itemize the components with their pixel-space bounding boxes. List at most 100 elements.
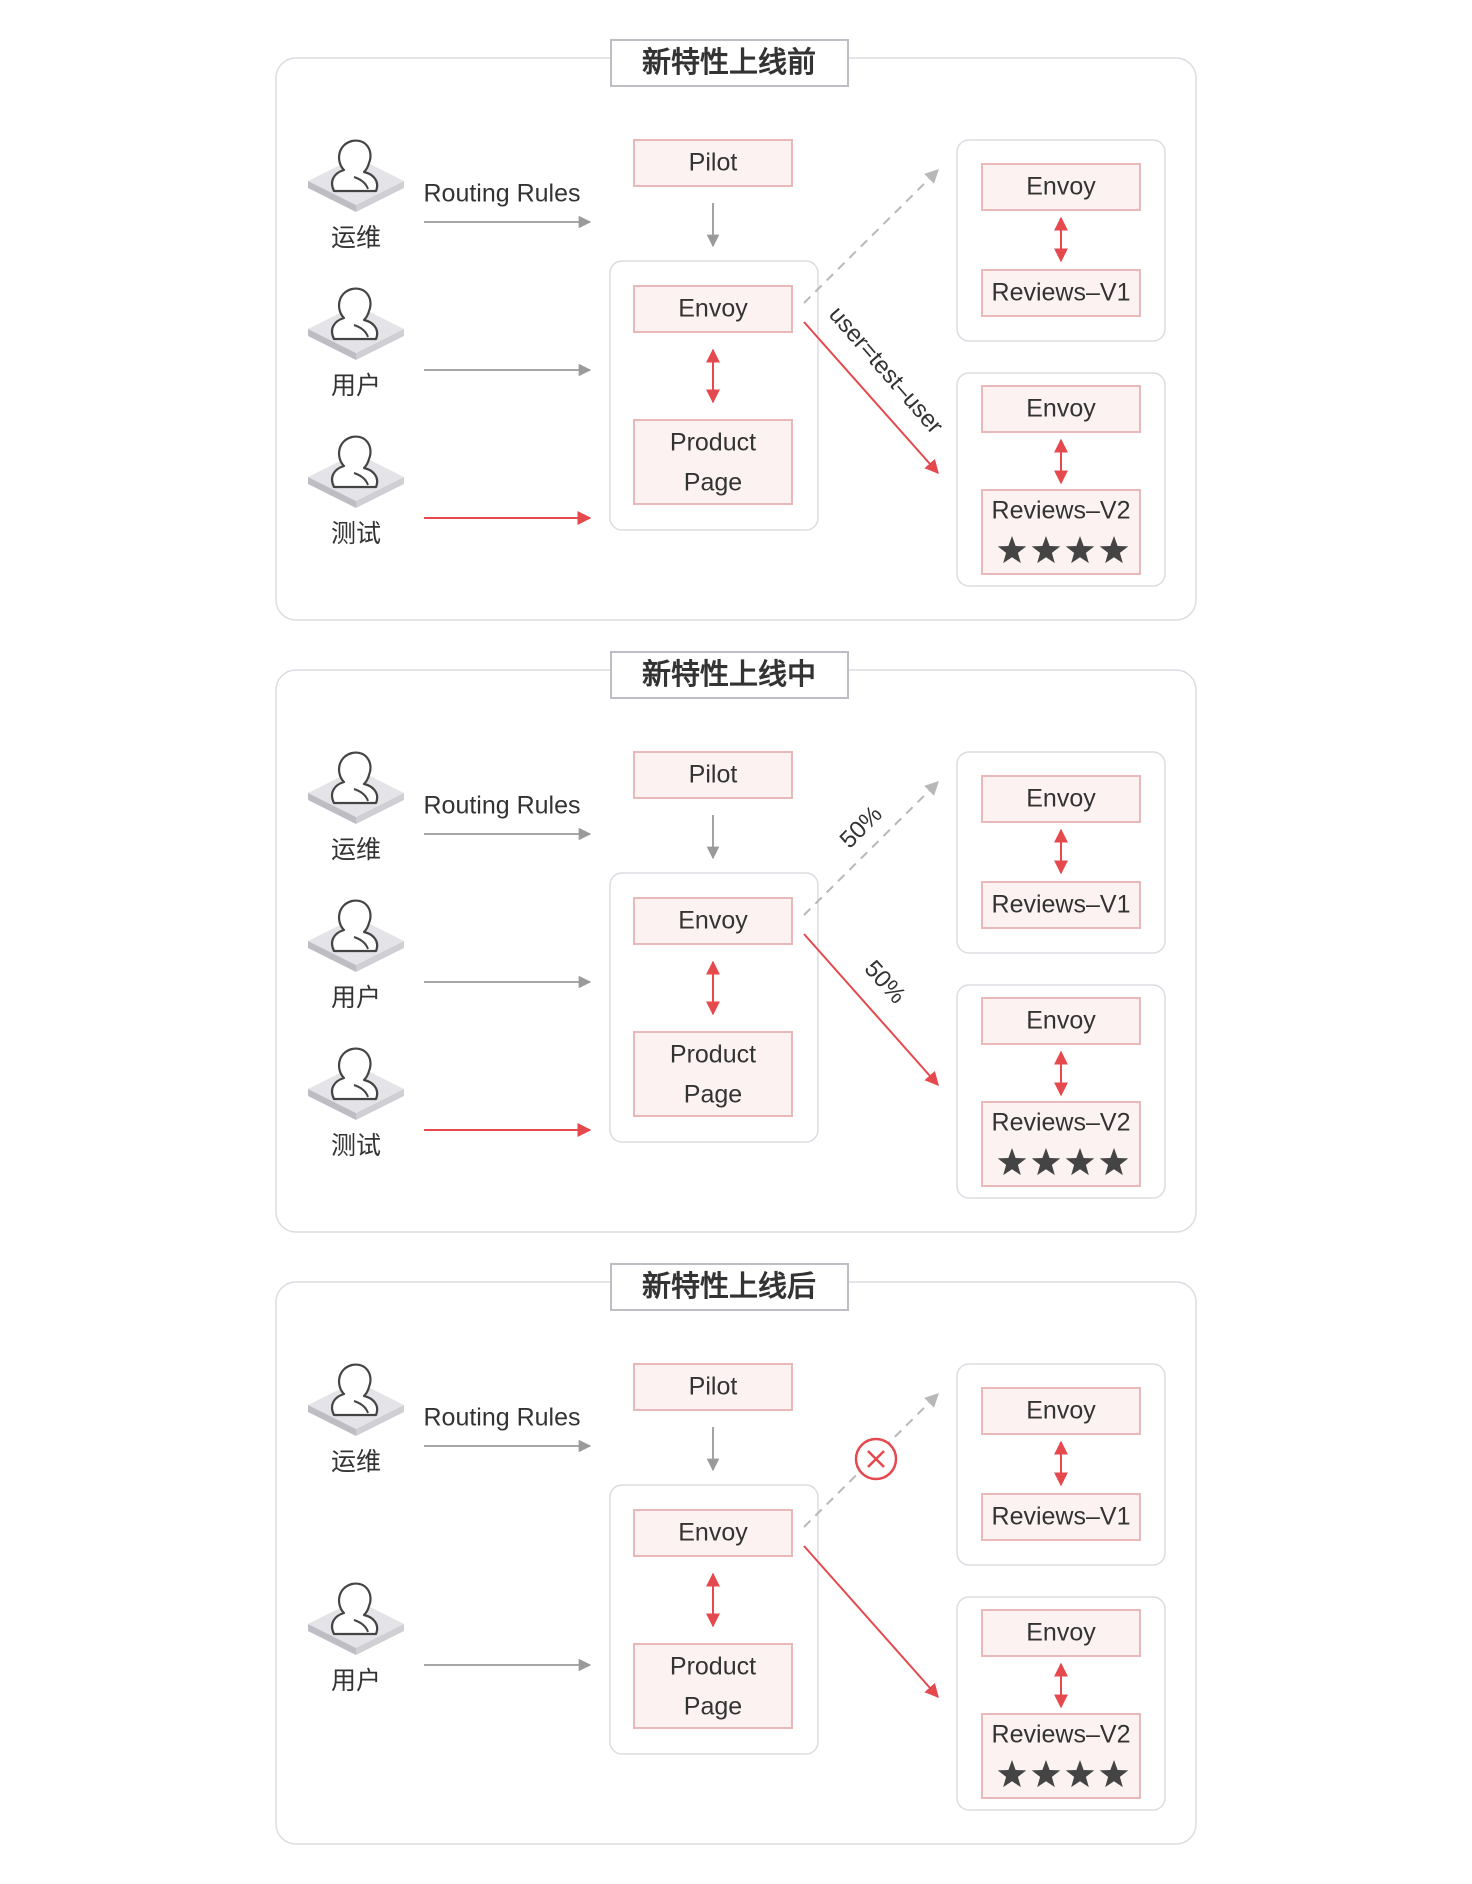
routing-rules-label: Routing Rules — [423, 180, 580, 208]
productpage-label-line2: Page — [684, 469, 742, 497]
user-label-1: 运维 — [331, 223, 381, 252]
productpage-node — [633, 419, 793, 505]
route-to-v2 — [803, 933, 939, 1087]
user-icon — [308, 1047, 404, 1120]
routing-rules-label: Routing Rules — [423, 1404, 580, 1432]
user-icon-figure — [330, 287, 379, 341]
user-icon-base-right — [356, 1089, 404, 1120]
pilot-node — [633, 1363, 793, 1411]
routing-rules-label: Routing Rules — [423, 792, 580, 820]
productpage-label-line1: Product — [670, 429, 756, 457]
user-label-2: 用户 — [331, 371, 381, 400]
user-icon — [308, 139, 404, 212]
route-to-v2 — [803, 1545, 939, 1699]
user-icon-base-right — [356, 793, 404, 824]
reviews-v2-label: Reviews–V2 — [992, 497, 1131, 525]
pilot-label: Pilot — [689, 761, 738, 789]
center-envoy-node — [633, 285, 793, 333]
user-icon-shoulder — [353, 936, 369, 950]
user-label-1: 运维 — [331, 1447, 381, 1476]
user-label-2: 用户 — [331, 983, 381, 1012]
user-icon-base-left — [308, 181, 356, 212]
stage-title: 新特性上线中 — [642, 657, 816, 691]
rating-star — [1065, 1760, 1095, 1788]
reviews-v2-node — [981, 1101, 1141, 1187]
v2-envoy-label: Envoy — [1026, 395, 1096, 423]
v1-envoy-node — [981, 1387, 1141, 1435]
user-icon-base-left — [308, 941, 356, 972]
user-icon-figure — [330, 899, 379, 953]
user-icon-figure — [330, 1582, 379, 1636]
productpage-label-line1: Product — [670, 1041, 756, 1069]
v1-envoy-label: Envoy — [1026, 1397, 1096, 1425]
stage-title-box — [610, 1263, 849, 1311]
rating-star — [997, 1760, 1027, 1788]
user-label-1: 运维 — [331, 835, 381, 864]
user-icon-base-left — [308, 1405, 356, 1436]
user-icon-base-right — [356, 329, 404, 360]
user-icon-shoulder — [353, 324, 369, 338]
stage-title-box — [610, 651, 849, 699]
reviews-v1-node — [981, 881, 1141, 929]
v2-envoy-node — [981, 997, 1141, 1045]
user-icon-base-left — [308, 793, 356, 824]
v2-envoy-label: Envoy — [1026, 1007, 1096, 1035]
productpage-label-line2: Page — [684, 1693, 742, 1721]
pilot-node — [633, 751, 793, 799]
center-envoy-label: Envoy — [678, 1519, 748, 1547]
user-label-3: 测试 — [331, 519, 381, 548]
route-to-v2 — [803, 321, 939, 475]
user-label-2: 用户 — [331, 1666, 381, 1695]
user-icon — [308, 899, 404, 972]
pilot-label: Pilot — [689, 1373, 738, 1401]
reviews-v1-node — [981, 269, 1141, 317]
user-icon — [308, 1582, 404, 1655]
user-icon-shoulder — [353, 472, 369, 486]
user-icon — [308, 435, 404, 508]
reviews-v1-label: Reviews–V1 — [992, 1503, 1131, 1531]
user-icon-base-left — [308, 477, 356, 508]
rating-star — [1099, 1760, 1129, 1788]
stage-title: 新特性上线前 — [642, 45, 816, 79]
user-icon-shoulder — [353, 788, 369, 802]
user-icon-base-left — [308, 1089, 356, 1120]
user-icon — [308, 1363, 404, 1436]
rating-star — [1031, 536, 1061, 564]
rating-star — [997, 1148, 1027, 1176]
productpage-label-line1: Product — [670, 1653, 756, 1681]
user-icon-shoulder — [353, 1084, 369, 1098]
center-envoy-label: Envoy — [678, 295, 748, 323]
v1-envoy-label: Envoy — [1026, 173, 1096, 201]
center-envoy-label: Envoy — [678, 907, 748, 935]
center-envoy-node — [633, 897, 793, 945]
user-icon-base-right — [356, 941, 404, 972]
user-icon-shoulder — [353, 176, 369, 190]
reviews-v1-label: Reviews–V1 — [992, 891, 1131, 919]
rating-star — [1099, 1148, 1129, 1176]
reviews-v1-node — [981, 1493, 1141, 1541]
v1-envoy-node — [981, 775, 1141, 823]
user-icon-figure — [330, 1363, 379, 1417]
v2-envoy-label: Envoy — [1026, 1619, 1096, 1647]
v2-envoy-node — [981, 1609, 1141, 1657]
rating-star — [1031, 1760, 1061, 1788]
rating-star — [1065, 1148, 1095, 1176]
v1-envoy-label: Envoy — [1026, 785, 1096, 813]
v2-envoy-node — [981, 385, 1141, 433]
center-envoy-node — [633, 1509, 793, 1557]
reviews-v2-label: Reviews–V2 — [992, 1109, 1131, 1137]
user-icon-base-left — [308, 329, 356, 360]
user-icon — [308, 287, 404, 360]
pilot-node — [633, 139, 793, 187]
reviews-v1-label: Reviews–V1 — [992, 279, 1131, 307]
productpage-node — [633, 1031, 793, 1117]
user-icon-base-right — [356, 1405, 404, 1436]
user-icon-shoulder — [353, 1400, 369, 1414]
reviews-v2-label: Reviews–V2 — [992, 1721, 1131, 1749]
productpage-label-line2: Page — [684, 1081, 742, 1109]
blocked-icon — [854, 1437, 898, 1481]
user-icon-figure — [330, 1047, 379, 1101]
user-icon-base-right — [356, 181, 404, 212]
